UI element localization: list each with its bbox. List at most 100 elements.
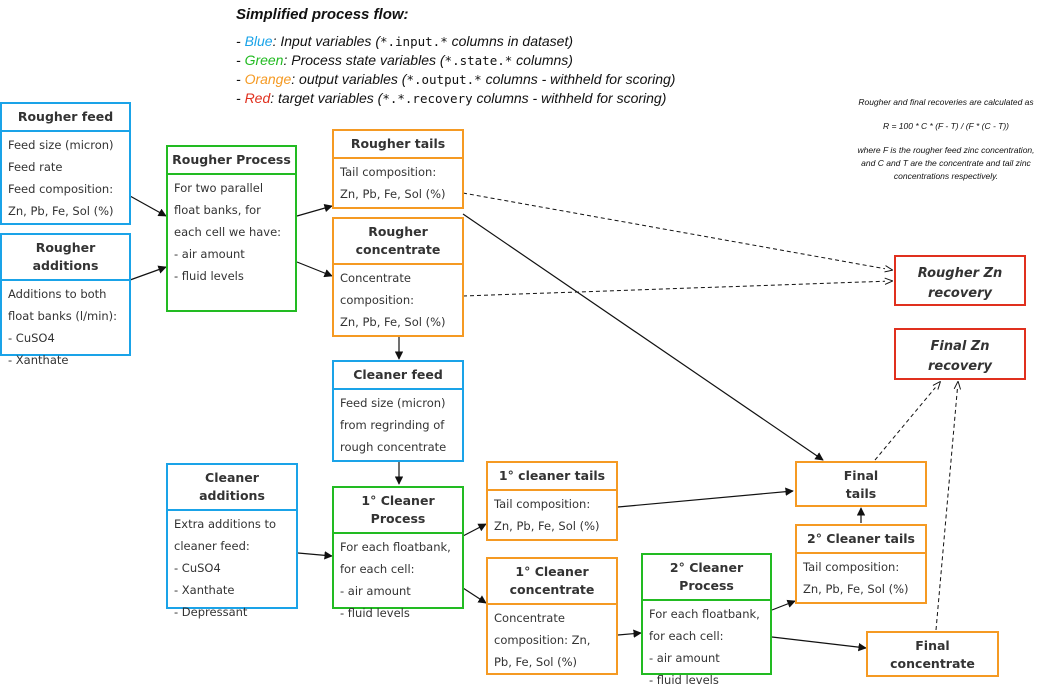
- legend-name-blue: Blue: [244, 33, 273, 49]
- final-tails-box: Final tails: [795, 461, 927, 507]
- final-zn-recovery-box: Final Zn recovery: [894, 328, 1026, 380]
- cleaner-additions-box: Cleaner additions Extra additions to cle…: [166, 463, 298, 619]
- final-zn-recovery-title: Final Zn recovery: [927, 339, 993, 374]
- rougher-process-title: Rougher Process: [168, 147, 295, 175]
- cleaner2-process-line: for each cell:: [649, 629, 724, 643]
- cleaner1-concentrate-line: Pb, Fe, Sol (%): [494, 655, 578, 669]
- legend-items: - Blue: Input variables (*.input.* colum…: [236, 32, 675, 108]
- rougher-feed-title: Rougher feed: [2, 104, 129, 132]
- cleaner1-process-line: - air amount: [340, 584, 411, 598]
- arrow-cleaner1-tails-to-final-tails: [617, 487, 794, 508]
- rougher-feed-line: Zn, Pb, Fe, Sol (%): [8, 204, 114, 218]
- cleaner2-process-line: - air amount: [649, 651, 720, 665]
- rougher-feed-line: Feed rate: [8, 160, 63, 174]
- legend-name-green: Green: [244, 52, 284, 68]
- rougher-process-line: each cell we have:: [174, 225, 282, 239]
- cleaner1-tails-line: Tail composition:: [494, 497, 591, 511]
- rougher-additions-line: - CuSO4: [8, 331, 55, 345]
- final-tails-title: Final tails: [843, 468, 879, 501]
- rougher-tails-box: Rougher tails Tail composition: Zn, Pb, …: [332, 129, 464, 209]
- dashed-final-concentrate-to-final-recovery: [935, 382, 958, 631]
- cleaner2-process-line: For each floatbank,: [649, 607, 760, 621]
- dashed-final-tails-to-final-recovery: [874, 382, 940, 461]
- cleaner1-process-line: - fluid levels: [340, 606, 410, 620]
- rougher-concentrate-line: Concentrate: [340, 271, 411, 285]
- cleaner1-process-title: 1° Cleaner Process: [334, 488, 462, 534]
- flow-arrows: [129, 192, 1050, 652]
- legend-name-red: Red: [244, 90, 271, 106]
- cleaner-feed-line: from regrinding of: [340, 418, 445, 432]
- cleaner-feed-line: rough concentrate: [340, 440, 447, 454]
- cleaner2-process-title: 2° Cleaner Process: [643, 555, 770, 601]
- rougher-feed-line: Feed size (micron): [8, 138, 114, 152]
- cleaner2-tails-box: 2° Cleaner tails Tail composition: Zn, P…: [795, 524, 927, 604]
- rougher-tails-title: Rougher tails: [334, 131, 462, 159]
- rougher-additions-title: Rougher additions: [2, 235, 129, 281]
- recovery-formula-note: Rougher and final recoveries are calcula…: [850, 96, 1042, 194]
- arrow-cleaner1-process-to-concentrate: [462, 587, 487, 604]
- cleaner1-tails-title: 1° cleaner tails: [488, 463, 616, 491]
- rougher-zn-recovery-box: Rougher Zn recovery: [894, 255, 1026, 306]
- cleaner1-concentrate-line: composition: Zn,: [494, 633, 591, 647]
- rougher-concentrate-line: Zn, Pb, Fe, Sol (%): [340, 315, 446, 329]
- rougher-concentrate-line: composition:: [340, 293, 414, 307]
- cleaner1-concentrate-line: Concentrate: [494, 611, 565, 625]
- cleaner1-process-box: 1° Cleaner Process For each floatbank, f…: [332, 486, 464, 620]
- final-concentrate-box: Final concentrate: [866, 631, 999, 677]
- arrow-cleaner1-concentrate-to-cleaner2-process: [617, 629, 642, 638]
- rougher-feed-box: Rougher feed Feed size (micron) Feed rat…: [0, 102, 131, 225]
- arrow-cleaner2-process-to-final-concentrate: [771, 636, 867, 652]
- arrow-cleaner2-process-to-tails: [771, 599, 796, 611]
- arrow-process-to-rougher-tails: [296, 204, 333, 217]
- note-intro: Rougher and final recoveries are calcula…: [858, 97, 1034, 107]
- cleaner2-tails-title: 2° Cleaner tails: [797, 526, 925, 554]
- cleaner-additions-line: Extra additions to: [174, 517, 277, 531]
- arrow-cleaner1-process-to-tails: [462, 523, 487, 537]
- rougher-process-line: - air amount: [174, 247, 245, 261]
- rougher-tails-line: Zn, Pb, Fe, Sol (%): [340, 187, 446, 201]
- note-formula: R = 100 * C * (F - T) / (F * (C - T)): [882, 121, 1009, 131]
- cleaner-feed-line: Feed size (micron): [340, 396, 446, 410]
- cleaner1-tails-box: 1° cleaner tails Tail composition: Zn, P…: [486, 461, 618, 541]
- legend-title: Simplified process flow:: [236, 6, 409, 23]
- dashed-rougher-concentrate-to-recovery: [462, 281, 892, 297]
- cleaner-additions-title: Cleaner additions: [168, 465, 296, 511]
- legend-item-blue: - Blue: Input variables (*.input.* colum…: [236, 33, 574, 49]
- rougher-process-line: float banks, for: [174, 203, 261, 217]
- cleaner-additions-line: - Xanthate: [174, 583, 235, 597]
- rougher-process-line: For two parallel: [174, 181, 264, 195]
- rougher-additions-box: Rougher additions Additions to both floa…: [0, 233, 131, 367]
- rougher-additions-line: Additions to both: [8, 287, 107, 301]
- final-concentrate-title: Final concentrate: [890, 638, 975, 671]
- cleaner-feed-box: Cleaner feed Feed size (micron) from reg…: [332, 360, 464, 462]
- arrow-cleaner-additions-to-cleaner1-process: [297, 551, 333, 560]
- cleaner1-tails-line: Zn, Pb, Fe, Sol (%): [494, 519, 600, 533]
- rougher-additions-line: float banks (l/min):: [8, 309, 118, 323]
- arrow-rougher-tails-to-final-tails: [462, 213, 824, 461]
- rougher-additions-line: - Xanthate: [8, 353, 69, 367]
- rougher-feed-line: Feed composition:: [8, 182, 114, 196]
- rougher-concentrate-title: Rougher concentrate: [334, 219, 462, 265]
- rougher-zn-recovery-title: Rougher Zn recovery: [917, 266, 1003, 301]
- rougher-process-box: Rougher Process For two parallel float b…: [166, 145, 297, 312]
- cleaner2-process-box: 2° Cleaner Process For each floatbank, f…: [641, 553, 772, 687]
- legend: Simplified process flow: - Blue: Input v…: [236, 6, 675, 108]
- arrow-rougher-feed-to-process: [129, 195, 167, 217]
- arrow-process-to-rougher-concentrate: [296, 261, 333, 278]
- legend-item-orange: - Orange: output variables (*.output.* c…: [236, 71, 676, 87]
- rougher-process-line: - fluid levels: [174, 269, 244, 283]
- rougher-concentrate-box: Rougher concentrate Concentrate composit…: [332, 217, 464, 337]
- dashed-rougher-tails-to-recovery: [462, 192, 892, 270]
- cleaner-additions-line: - Depressant: [174, 605, 248, 619]
- cleaner-additions-line: - CuSO4: [174, 561, 221, 575]
- legend-item-red: - Red: target variables (*.*.recovery co…: [236, 90, 667, 106]
- cleaner2-tails-line: Zn, Pb, Fe, Sol (%): [803, 582, 909, 596]
- cleaner1-concentrate-title: 1° Cleaner concentrate: [488, 559, 616, 605]
- cleaner1-concentrate-box: 1° Cleaner concentrate Concentrate compo…: [486, 557, 618, 675]
- cleaner-additions-line: cleaner feed:: [174, 539, 250, 553]
- cleaner2-process-line: - fluid levels: [649, 673, 719, 687]
- arrow-rougher-additions-to-process: [129, 265, 167, 281]
- cleaner1-process-line: for each cell:: [340, 562, 415, 576]
- cleaner2-tails-line: Tail composition:: [803, 560, 900, 574]
- legend-name-orange: Orange: [244, 71, 292, 87]
